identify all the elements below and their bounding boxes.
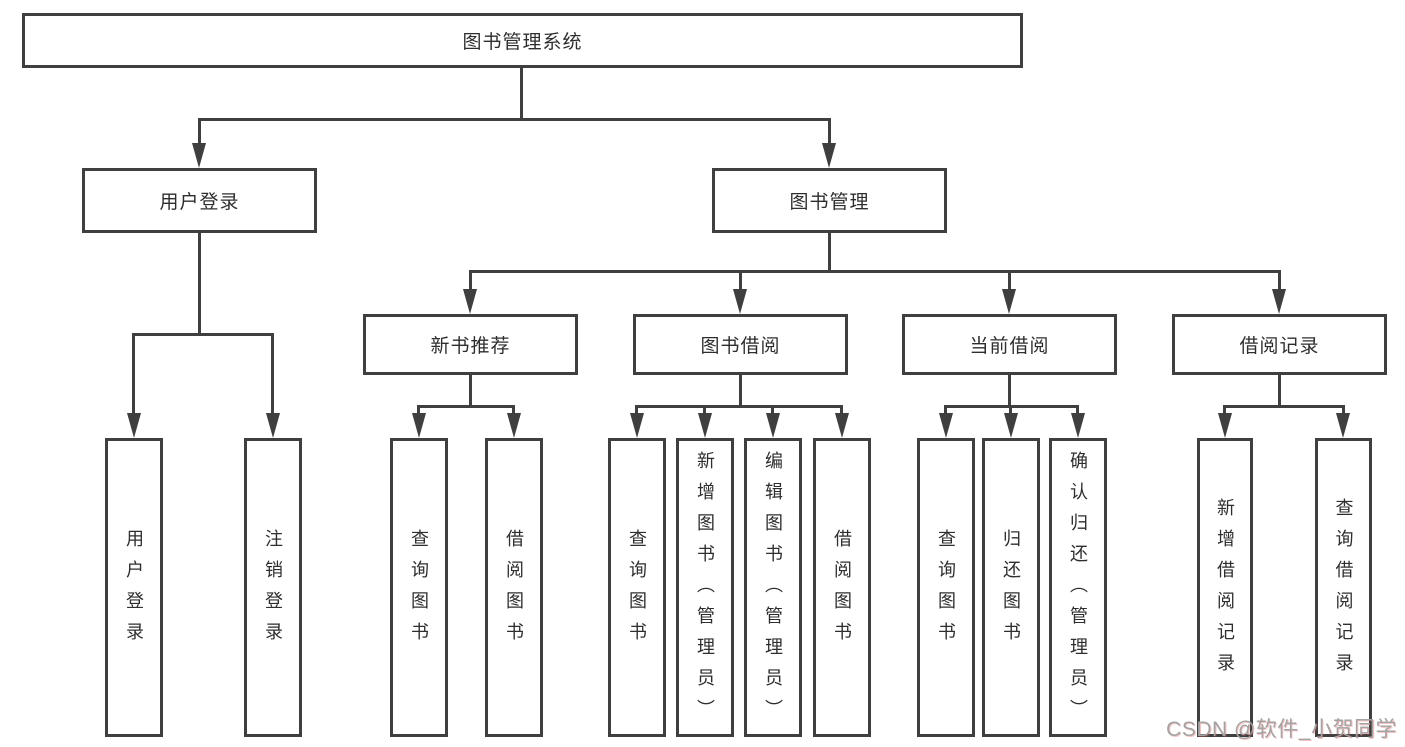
csdn-watermark: CSDN @软件_小贺同学 [1166,718,1397,741]
arrowhead-icon [822,143,836,168]
arrowhead-icon [766,413,780,438]
arrowhead-icon [1071,413,1085,438]
leaf-query-borrow-record: 查询借阅记录 [1315,438,1372,737]
leaf-borrow-books: 借阅图书 [813,438,871,737]
connector-line [1009,405,1012,417]
connector-line [198,233,201,336]
connector-line [469,375,472,408]
arrowhead-icon [1272,289,1286,314]
arrowhead-icon [939,413,953,438]
leaf-edit-books-admin: 编辑图书（管理员） [744,438,802,737]
connector-line [1008,270,1011,293]
connector-line [828,118,831,146]
connector-line [840,405,843,417]
leaf-borrow-books-recommend: 借阅图书 [485,438,543,737]
leaf-logout: 注销登录 [244,438,302,737]
arrowhead-icon [1004,413,1018,438]
connector-line [198,118,201,146]
arrowhead-icon [266,413,280,438]
leaf-add-borrow-record: 新增借阅记录 [1197,438,1253,737]
connector-line [739,375,742,408]
arrowhead-icon [733,289,747,314]
arrowhead-icon [1002,289,1016,314]
node-user-login: 用户登录 [82,168,317,233]
arrowhead-icon [463,289,477,314]
node-book-borrow: 图书借阅 [633,314,848,375]
node-root: 图书管理系统 [22,13,1023,68]
connector-line [1223,405,1345,408]
arrowhead-icon [835,413,849,438]
connector-line [635,405,843,408]
leaf-add-books-admin: 新增图书（管理员） [676,438,734,737]
connector-line [944,405,947,417]
arrowhead-icon [1218,413,1232,438]
leaf-return-books: 归还图书 [982,438,1040,737]
connector-line [703,405,706,417]
leaf-user-login: 用户登录 [105,438,163,737]
connector-line [132,333,274,336]
connector-line [417,405,420,417]
arrowhead-icon [1336,413,1350,438]
node-current-borrow: 当前借阅 [902,314,1117,375]
connector-line [739,270,742,293]
leaf-query-books-recommend: 查询图书 [390,438,448,737]
arrowhead-icon [507,413,521,438]
connector-line [1278,375,1281,408]
connector-line [635,405,638,417]
node-book-management: 图书管理 [712,168,947,233]
arrowhead-icon [192,143,206,168]
connector-line [828,233,831,273]
connector-line [417,405,515,408]
leaf-query-books-borrow: 查询图书 [608,438,666,737]
leaf-query-books-current: 查询图书 [917,438,975,737]
arrowhead-icon [698,413,712,438]
connector-line [1223,405,1226,417]
connector-line [469,270,472,293]
connector-line [1076,405,1079,417]
connector-line [1008,375,1011,408]
node-new-book-recommend: 新书推荐 [363,314,578,375]
leaf-confirm-return-admin: 确认归还（管理员） [1049,438,1107,737]
connector-line [771,405,774,417]
node-borrow-records: 借阅记录 [1172,314,1387,375]
connector-line [469,270,1281,273]
connector-line [520,68,523,121]
connector-line [132,333,135,415]
connector-line [512,405,515,417]
connector-line [1342,405,1345,417]
connector-line [198,118,831,121]
arrowhead-icon [630,413,644,438]
arrowhead-icon [412,413,426,438]
connector-line [1278,270,1281,293]
arrowhead-icon [127,413,141,438]
connector-line [271,333,274,415]
